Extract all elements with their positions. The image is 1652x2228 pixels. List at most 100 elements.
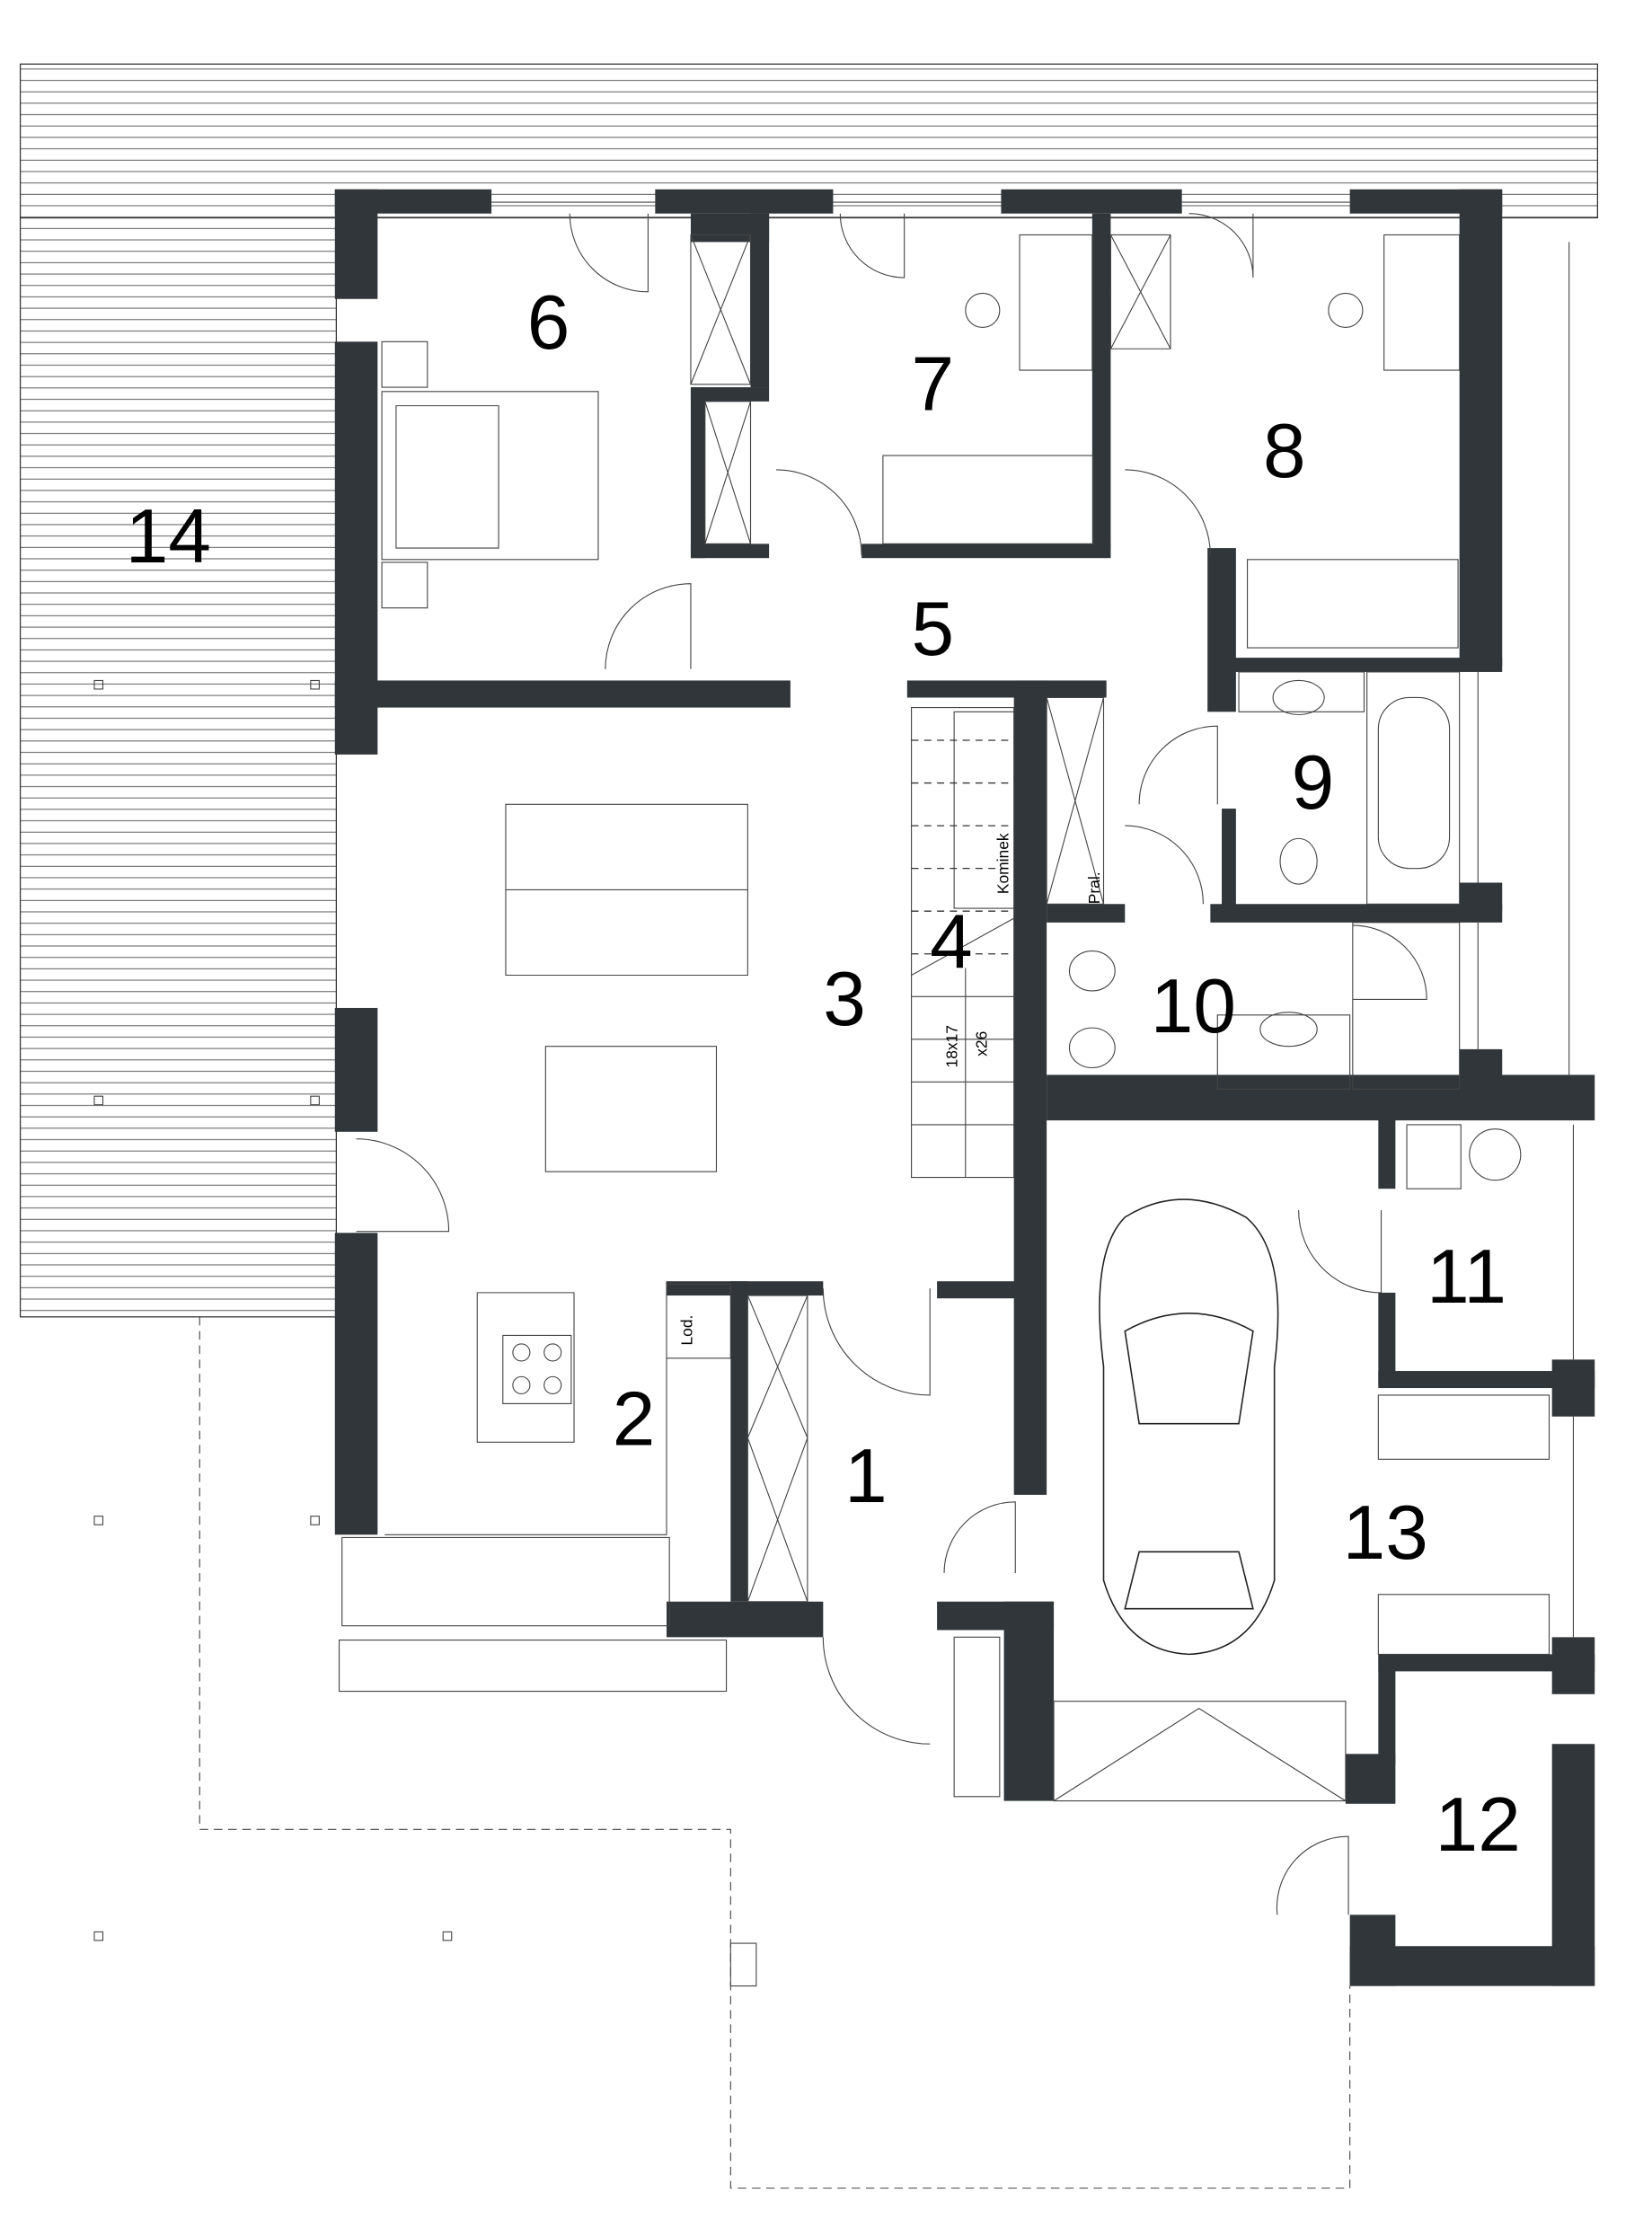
fixture — [512, 1343, 531, 1362]
wall — [1459, 882, 1503, 912]
laundry-label: Pral. — [1085, 871, 1103, 904]
room-number: 6 — [527, 280, 570, 366]
roof-overhang — [19, 63, 1599, 1318]
room-number: 14 — [126, 494, 211, 579]
column-marker — [93, 679, 104, 690]
column-marker — [93, 1095, 104, 1106]
fridge-label: Lod. — [678, 1315, 696, 1346]
room-number: 1 — [844, 1434, 888, 1519]
terrace-outline — [199, 242, 1570, 2189]
fixture — [1469, 1128, 1522, 1181]
room-number: 7 — [912, 341, 955, 427]
wall — [1378, 1292, 1396, 1385]
wall — [334, 680, 791, 708]
wall — [750, 213, 770, 388]
wall — [1459, 1048, 1503, 1078]
column-marker — [442, 1931, 453, 1941]
plan-linework — [491, 201, 1575, 1638]
plan-linework — [911, 707, 1015, 1179]
wall — [861, 544, 1111, 559]
sanitary-fixture — [1068, 1027, 1116, 1069]
room-number: 12 — [1436, 1782, 1521, 1868]
bathtub — [1377, 696, 1451, 870]
plan-linework — [1046, 234, 1171, 905]
wall — [1217, 658, 1503, 672]
fixture — [965, 292, 1001, 329]
wall — [334, 1007, 378, 1132]
wall — [690, 387, 705, 559]
plan-linework — [1216, 922, 1550, 1655]
wall — [1091, 213, 1111, 549]
column-marker — [310, 1516, 320, 1525]
wall — [655, 189, 834, 214]
wall — [1551, 1744, 1595, 1986]
fixture — [512, 1375, 531, 1394]
plan-linework — [476, 803, 748, 1443]
wall — [1345, 1754, 1396, 1804]
staircase: Kominek 18x17 x26 — [942, 833, 1012, 1067]
room-number: 10 — [1151, 964, 1236, 1049]
plan-linework — [1125, 725, 1427, 1000]
column-marker — [310, 679, 320, 690]
plan-linework — [746, 1295, 808, 1603]
chimney-label: Kominek — [994, 833, 1012, 894]
room-number: 5 — [912, 587, 955, 672]
wall — [1047, 904, 1126, 923]
plan-linework — [605, 469, 1211, 669]
wall — [1001, 189, 1182, 214]
plan-linework — [381, 340, 599, 609]
plan-linework — [356, 1138, 1016, 1574]
windows-doors-furniture — [93, 201, 1575, 1987]
wall — [730, 1281, 748, 1602]
room-number: 13 — [1343, 1490, 1428, 1576]
plan-linework — [882, 234, 1461, 649]
room-number: 8 — [1263, 409, 1306, 494]
room-number: 9 — [1292, 740, 1335, 826]
sanitary-fixture — [1259, 1012, 1318, 1048]
wall — [1047, 1074, 1595, 1121]
plan-linework — [384, 671, 1461, 1535]
sanitary-fixture — [1068, 950, 1116, 992]
plan-linework — [569, 213, 1254, 293]
stair-treads — [911, 739, 1014, 955]
wall — [690, 544, 770, 559]
walls — [334, 189, 1595, 1986]
plan-linework — [338, 1536, 1001, 1987]
wall — [334, 1233, 378, 1535]
car — [1099, 1198, 1279, 1656]
wall — [1222, 809, 1236, 912]
wall — [1378, 1654, 1396, 1765]
sanitary-fixture — [1272, 679, 1325, 716]
wall — [1378, 1654, 1595, 1672]
wall — [906, 680, 1107, 698]
stairs-steps-label: 18x17 — [942, 1025, 960, 1067]
wall — [667, 1601, 824, 1638]
wall — [334, 189, 378, 299]
wall — [1207, 548, 1236, 712]
fixture — [543, 1343, 562, 1362]
wall — [1551, 1359, 1595, 1417]
plan-linework — [1053, 1701, 1347, 1802]
wall — [1013, 680, 1047, 1495]
room-number: 4 — [930, 900, 973, 986]
wall — [1378, 1117, 1396, 1189]
plan-linework — [822, 1209, 1383, 1915]
room-number: 11 — [1427, 1234, 1506, 1320]
wall — [1003, 1601, 1055, 1801]
wall — [1210, 904, 1503, 923]
fixture — [1328, 292, 1364, 329]
stairs-count-label: x26 — [973, 1031, 991, 1057]
column-marker — [93, 1931, 104, 1941]
room-number: 3 — [823, 957, 866, 1042]
wall — [690, 387, 770, 402]
wall — [1378, 1371, 1595, 1389]
sanitary-fixture — [1279, 837, 1318, 885]
column-marker — [310, 1095, 320, 1106]
wall — [937, 1281, 1023, 1299]
fixture — [543, 1375, 562, 1394]
plan-linework — [690, 234, 752, 544]
wall — [1459, 189, 1503, 667]
room-number: 2 — [613, 1376, 656, 1462]
column-marker — [93, 1516, 104, 1525]
